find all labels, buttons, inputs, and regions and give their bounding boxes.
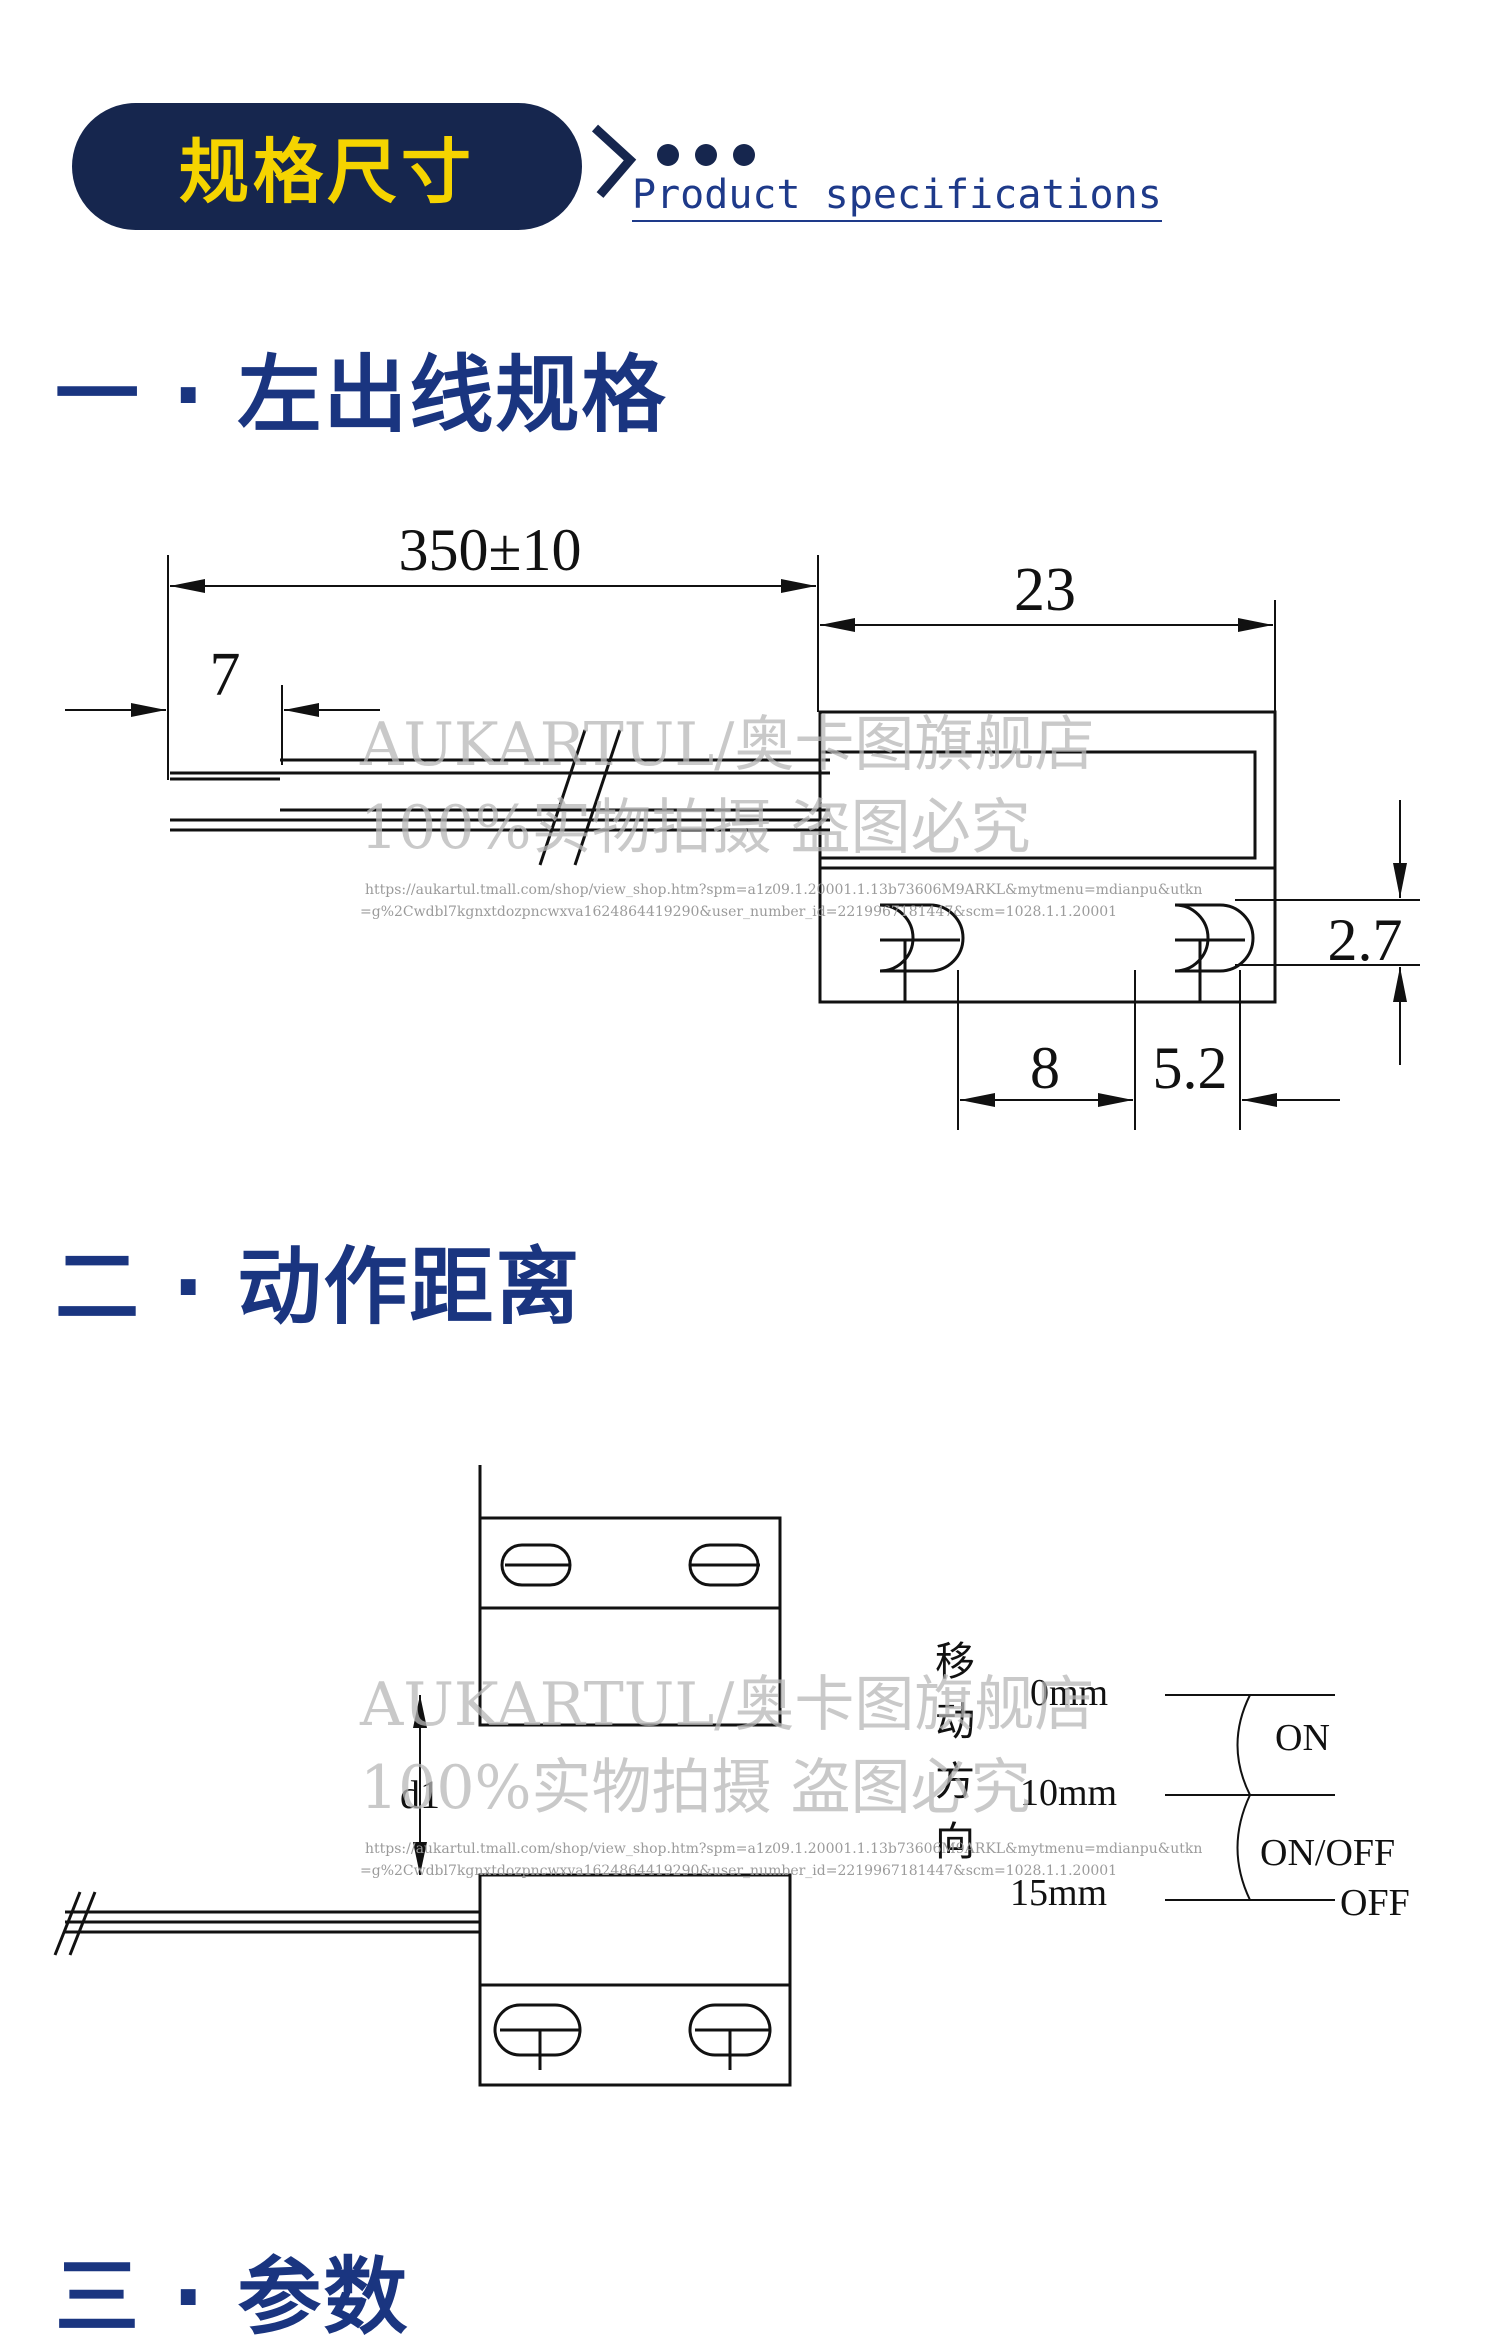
header-badge: 规格尺寸 <box>72 103 582 230</box>
watermark-url: https://aukartul.tmall.com/shop/view_sho… <box>365 882 1202 898</box>
dim-body-length: 23 <box>1014 556 1076 624</box>
dim-hole-spacing: 8 <box>1030 1035 1060 1101</box>
watermark-url: https://aukartul.tmall.com/shop/view_sho… <box>365 1841 1202 1857</box>
label-d1: d1 <box>400 1772 440 1817</box>
header-subtitle: Product specifications <box>632 170 1162 222</box>
header-badge-text: 规格尺寸 <box>179 130 475 213</box>
watermark-brand: AUKARTUL/奥卡图旗舰店 <box>359 1670 1094 1740</box>
direction-label-char: 动 <box>935 1699 975 1744</box>
state-on-off: ON/OFF <box>1260 1832 1395 1874</box>
watermark-notice: 100%实物拍摄 盗图必究 <box>360 1753 1031 1823</box>
state-off: OFF <box>1340 1882 1410 1924</box>
distance-15mm: 15mm <box>1010 1872 1107 1914</box>
state-on: ON <box>1275 1717 1330 1759</box>
section-title-left-wire: 一 · 左出线规格 <box>55 346 668 444</box>
direction-label-char: 移 <box>935 1639 975 1684</box>
dim-hole-width: 5.2 <box>1153 1035 1228 1101</box>
watermark-brand: AUKARTUL/奥卡图旗舰店 <box>359 710 1094 780</box>
watermark-url: =g%2Cwdbl7kgnxtdozpncwxva1624864419290&u… <box>360 1863 1117 1879</box>
watermark-url: =g%2Cwdbl7kgnxtdozpncwxva1624864419290&u… <box>360 904 1117 920</box>
direction-label-char: 向 <box>935 1819 975 1864</box>
distance-0mm: 0mm <box>1030 1672 1108 1714</box>
distance-10mm: 10mm <box>1020 1772 1117 1814</box>
dim-strip-length: 7 <box>210 641 241 709</box>
watermark-notice: 100%实物拍摄 盗图必究 <box>360 793 1031 863</box>
dim-hole-height: 2.7 <box>1328 907 1403 973</box>
dim-wire-length: 350±10 <box>399 517 582 583</box>
direction-label-char: 方 <box>935 1759 975 1804</box>
section-title-actuation-distance: 二 · 动作距离 <box>55 1238 582 1336</box>
